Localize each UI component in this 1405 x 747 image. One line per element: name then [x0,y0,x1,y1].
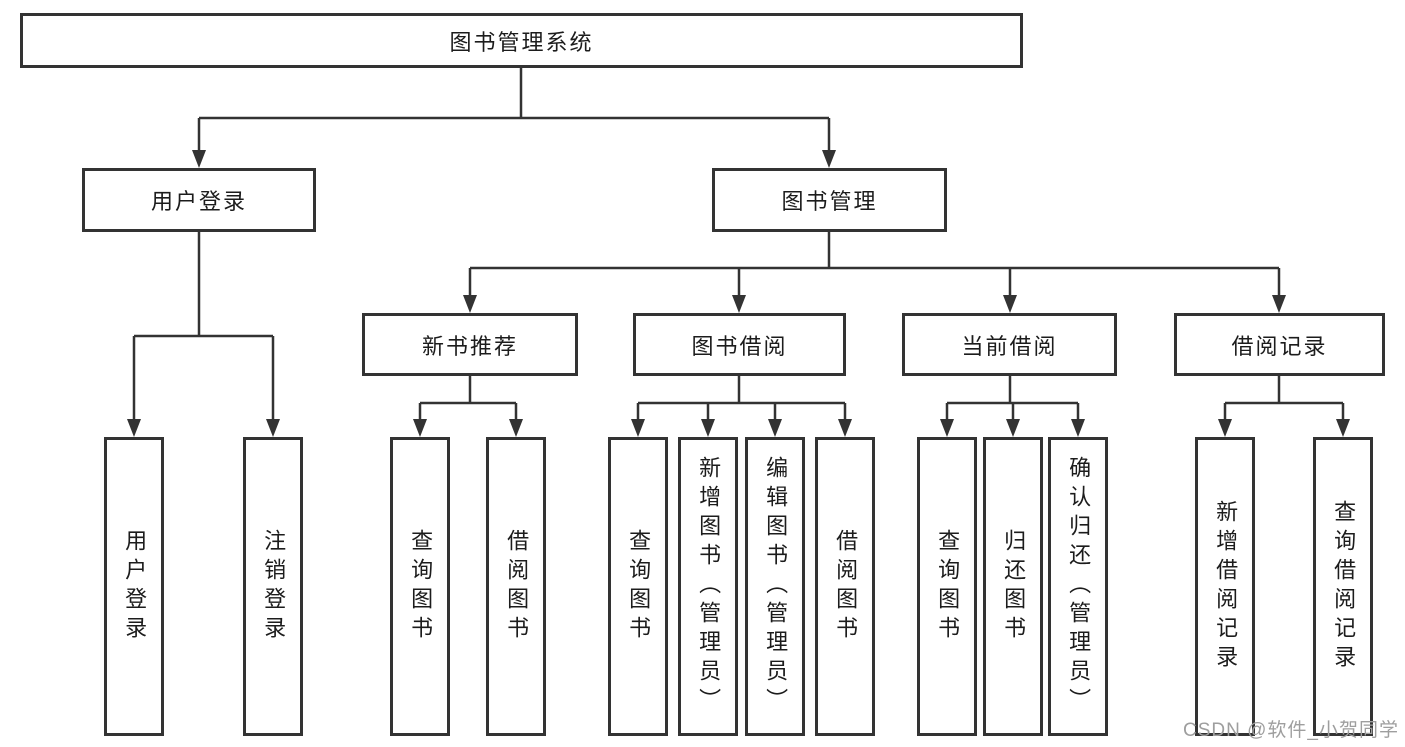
connector-user-login-to-leaves [127,232,280,437]
node-book-management: 图书管理 [712,168,947,232]
node-label: 注销登录 [261,528,287,645]
connector-book-management-to-level3 [463,232,1286,313]
node-leaf-borrow-book: 借阅图书 [815,437,875,736]
node-label: 新增借阅记录 [1213,499,1239,674]
csdn-watermark: CSDN @软件_小贺同学 [1183,720,1399,741]
node-leaf-return-book: 归还图书 [983,437,1043,736]
node-leaf-confirm-return-admin: 确认归还（管理员） [1048,437,1108,736]
node-current-borrow: 当前借阅 [902,313,1117,376]
node-user-login: 用户登录 [82,168,316,232]
node-label: 用户登录 [122,528,148,645]
node-label: 新增图书（管理员） [696,456,722,717]
node-leaf-current-query-book: 查询图书 [917,437,977,736]
connector-root-to-level2 [192,68,836,168]
node-label: 确认归还（管理员） [1066,456,1092,717]
node-leaf-logout: 注销登录 [243,437,303,736]
connector-current-borrow-to-leaves [940,376,1085,437]
node-label: 借阅图书 [504,528,530,645]
connector-borrow-record-to-leaves [1218,376,1350,437]
node-library-management-system: 图书管理系统 [20,13,1023,68]
node-label: 借阅图书 [833,528,859,645]
node-leaf-borrow-query-book: 查询图书 [608,437,668,736]
node-leaf-recommend-borrow-book: 借阅图书 [486,437,546,736]
node-label: 归还图书 [1001,528,1027,645]
connector-book-borrow-to-leaves [631,376,852,437]
node-book-borrow: 图书借阅 [633,313,846,376]
node-leaf-add-borrow-record: 新增借阅记录 [1195,437,1255,736]
node-new-book-recommend: 新书推荐 [362,313,578,376]
node-label: 查询图书 [626,528,652,645]
connector-new-book-recommend-to-leaves [413,376,523,437]
node-borrow-record: 借阅记录 [1174,313,1385,376]
node-leaf-query-borrow-record: 查询借阅记录 [1313,437,1373,736]
node-leaf-add-book-admin: 新增图书（管理员） [678,437,738,736]
node-label: 查询图书 [408,528,434,645]
node-leaf-recommend-query-book: 查询图书 [390,437,450,736]
node-label: 编辑图书（管理员） [763,456,789,717]
node-label: 查询图书 [935,528,961,645]
node-leaf-user-login: 用户登录 [104,437,164,736]
node-leaf-edit-book-admin: 编辑图书（管理员） [745,437,805,736]
node-label: 查询借阅记录 [1331,499,1357,674]
